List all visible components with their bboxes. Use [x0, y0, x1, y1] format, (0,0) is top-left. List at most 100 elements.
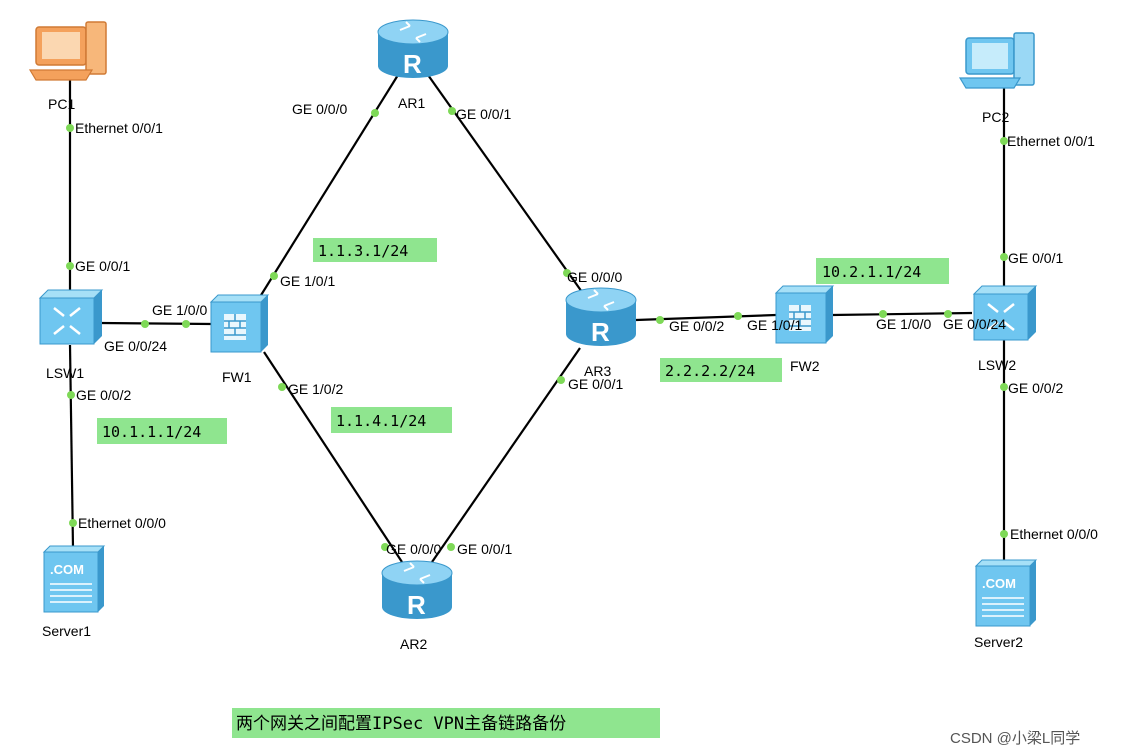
lsw1-label: LSW1 [46, 365, 84, 381]
server2-device[interactable]: .COM Server2 [974, 559, 1038, 650]
pc2-label: PC2 [982, 109, 1009, 125]
ip-labels: 1.1.3.1/24 1.1.4.1/24 10.1.1.1/24 2.2.2.… [97, 238, 949, 444]
svg-text:R: R [403, 49, 422, 79]
pc1-label: PC1 [48, 96, 75, 112]
port-dot [66, 124, 74, 132]
svg-text:R: R [407, 590, 426, 620]
switch-icon [38, 289, 104, 345]
port-dot [270, 272, 278, 280]
ar2-label: AR2 [400, 636, 427, 652]
port-dot [67, 391, 75, 399]
port-label: GE 0/0/0 [567, 269, 622, 285]
port-dot [381, 543, 389, 551]
links [68, 74, 1006, 563]
switch-icon [972, 285, 1038, 341]
port-label: GE 0/0/0 [292, 101, 347, 117]
port-label: GE 0/0/1 [568, 376, 623, 392]
port-dot [734, 312, 742, 320]
port-label: GE 1/0/1 [280, 273, 335, 289]
ar3-label: AR3 [584, 363, 611, 379]
ip-highlight [97, 418, 227, 444]
port-dot [944, 310, 952, 318]
port-dot [447, 543, 455, 551]
pc1-device[interactable]: PC1 [28, 21, 107, 112]
ip-fw2-wan: 2.2.2.2/24 [665, 362, 755, 380]
port-labels: Ethernet 0/0/1 GE 0/0/1 GE 0/0/24 GE 0/0… [75, 101, 1098, 557]
port-label: Ethernet 0/0/1 [1007, 133, 1095, 149]
lsw2-label: LSW2 [978, 357, 1016, 373]
port-dot [656, 316, 664, 324]
server1-device[interactable]: .COM Server1 [42, 545, 106, 639]
port-dot [879, 310, 887, 318]
port-label: GE 0/0/2 [1008, 380, 1063, 396]
svg-text:.COM: .COM [50, 562, 84, 577]
port-label: GE 0/0/1 [1008, 250, 1063, 266]
port-dot [1000, 137, 1008, 145]
ar1-device[interactable]: R AR1 [377, 19, 449, 111]
server-icon: .COM [974, 559, 1038, 627]
port-dot [1000, 253, 1008, 261]
link-ar2-ar3 [431, 347, 581, 563]
pc2-device[interactable]: PC2 [958, 32, 1035, 125]
port-label: GE 0/0/1 [456, 106, 511, 122]
port-dot [182, 320, 190, 328]
ip-highlight [660, 358, 782, 382]
port-label: GE 0/0/1 [457, 541, 512, 557]
port-label: GE 0/0/24 [943, 316, 1006, 332]
server2-label: Server2 [974, 634, 1023, 650]
fw1-device[interactable]: FW1 [209, 294, 270, 385]
port-dots [66, 107, 1008, 551]
port-dot [563, 269, 571, 277]
port-dot [448, 107, 456, 115]
port-label: GE 0/0/0 [386, 541, 441, 557]
fw1-label: FW1 [222, 369, 252, 385]
port-dot [557, 376, 565, 384]
router-icon: R [565, 287, 637, 347]
port-dot [141, 320, 149, 328]
ip-fw1-lower: 1.1.4.1/24 [336, 412, 426, 430]
port-label: GE 1/0/0 [152, 302, 207, 318]
firewall-icon [774, 285, 835, 344]
server-icon: .COM [42, 545, 106, 613]
svg-text:R: R [591, 317, 610, 347]
fw2-label: FW2 [790, 358, 820, 374]
diagram-caption: 两个网关之间配置IPSec VPN主备链路备份 [236, 714, 566, 734]
port-dot [1000, 383, 1008, 391]
port-label: Ethernet 0/0/0 [1010, 526, 1098, 542]
ip-lan1: 10.1.1.1/24 [102, 423, 201, 441]
port-dot [69, 519, 77, 527]
port-dot [1000, 530, 1008, 538]
link-lsw1-fw1 [99, 321, 213, 326]
port-label: GE 0/0/24 [104, 338, 167, 354]
watermark: CSDN @小梁L同学 [950, 730, 1080, 747]
ar3-device[interactable]: R AR3 [565, 287, 637, 379]
ip-highlight [331, 407, 452, 433]
port-dot [371, 109, 379, 117]
lsw1-device[interactable]: LSW1 [38, 289, 104, 381]
link-lsw1-server1 [68, 344, 75, 549]
pc-icon [958, 32, 1035, 89]
port-label: GE 0/0/1 [75, 258, 130, 274]
ar1-label: AR1 [398, 95, 425, 111]
ar2-device[interactable]: R AR2 [381, 560, 453, 652]
lsw2-device[interactable]: LSW2 [972, 285, 1038, 373]
link-fw1-ar2 [263, 351, 403, 563]
ip-lan2: 10.2.1.1/24 [822, 263, 921, 281]
ip-highlight [313, 238, 437, 262]
fw2-device[interactable]: FW2 [774, 285, 835, 374]
firewall-icon [209, 294, 270, 353]
svg-text:.COM: .COM [982, 576, 1016, 591]
port-label: GE 1/0/1 [747, 317, 802, 333]
ip-fw1-upper: 1.1.3.1/24 [318, 242, 408, 260]
port-label: GE 1/0/0 [876, 316, 931, 332]
port-dot [278, 383, 286, 391]
server1-label: Server1 [42, 623, 91, 639]
port-label: Ethernet 0/0/1 [75, 120, 163, 136]
pc-icon [28, 21, 107, 81]
caption-highlight [232, 708, 660, 738]
port-label: GE 0/0/2 [669, 318, 724, 334]
port-label: Ethernet 0/0/0 [78, 515, 166, 531]
router-icon: R [377, 19, 449, 79]
